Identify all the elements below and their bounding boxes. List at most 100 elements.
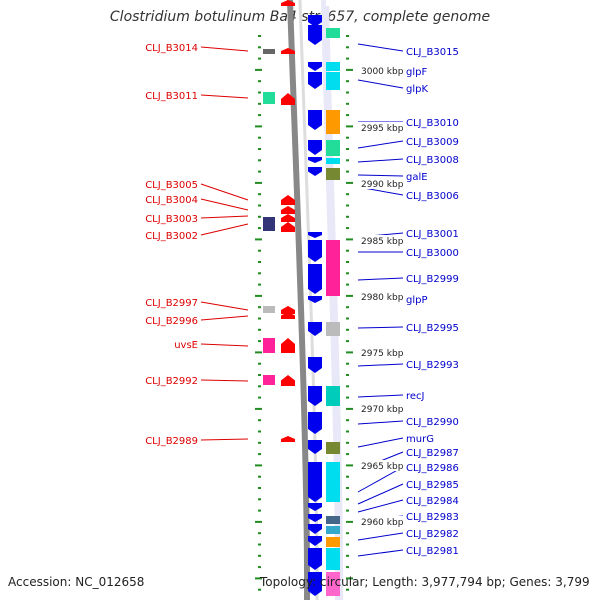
reverse-gene[interactable] <box>308 440 322 454</box>
gene-label-right[interactable]: CLJ_B2983 <box>406 512 459 523</box>
forward-gene[interactable] <box>281 48 295 54</box>
forward-gene[interactable] <box>281 306 295 314</box>
reverse-gene[interactable] <box>308 548 322 570</box>
reverse-gene[interactable] <box>308 62 322 71</box>
gene-label-right[interactable]: recJ <box>406 391 425 402</box>
reverse-gene[interactable] <box>308 462 322 502</box>
gene-label-right[interactable]: glpP <box>406 295 428 306</box>
tick-mark <box>258 136 261 139</box>
feature-box <box>263 338 275 353</box>
gene-label-right[interactable]: CLJ_B2993 <box>406 360 459 371</box>
feature-box <box>263 217 275 231</box>
reverse-gene[interactable] <box>308 232 322 238</box>
reverse-gene[interactable] <box>308 296 322 303</box>
gene-label-left[interactable]: CLJ_B3005 <box>145 180 198 191</box>
gene-label-right[interactable]: murG <box>406 434 434 445</box>
gene-label-right[interactable]: CLJ_B2986 <box>406 463 459 474</box>
tick-mark <box>258 46 261 49</box>
tick-mark <box>258 227 261 230</box>
reverse-gene[interactable] <box>308 264 322 294</box>
reverse-gene[interactable] <box>308 167 322 176</box>
forward-gene[interactable] <box>281 206 295 214</box>
gene-label-right[interactable]: CLJ_B3001 <box>406 229 459 240</box>
gene-label-right[interactable]: CLJ_B3008 <box>406 155 459 166</box>
gene-label-left[interactable]: CLJ_B3003 <box>145 214 198 225</box>
gene-label-right[interactable]: glpK <box>406 84 428 95</box>
gene-label-left[interactable]: CLJ_B2992 <box>145 376 198 387</box>
reverse-gene[interactable] <box>308 536 322 546</box>
reverse-gene[interactable] <box>308 25 322 45</box>
reverse-gene[interactable] <box>308 503 322 511</box>
gene-label-left[interactable]: CLJ_B2989 <box>145 436 198 447</box>
tick-mark <box>346 227 349 230</box>
reverse-gene[interactable] <box>308 357 322 373</box>
gene-label-right[interactable]: glpF <box>406 67 427 78</box>
gene-label-right[interactable]: CLJ_B3009 <box>406 137 459 148</box>
forward-gene[interactable] <box>281 338 295 353</box>
gene-label-right[interactable]: CLJ_B2982 <box>406 529 459 540</box>
gene-label-right[interactable]: CLJ_B2990 <box>406 417 459 428</box>
gene-label-right[interactable]: CLJ_B2995 <box>406 323 459 334</box>
reverse-gene[interactable] <box>308 412 322 434</box>
reverse-gene[interactable] <box>308 110 322 130</box>
feature-box <box>326 526 340 534</box>
tick-mark <box>346 532 349 535</box>
forward-gene[interactable] <box>281 0 295 6</box>
gene-label-right[interactable]: CLJ_B2999 <box>406 274 459 285</box>
reverse-gene[interactable] <box>308 240 322 262</box>
gene-label-right[interactable]: CLJ_B3015 <box>406 47 459 58</box>
reverse-gene[interactable] <box>308 72 322 89</box>
tick-mark <box>255 351 262 354</box>
label-leader-line <box>357 326 404 329</box>
gene-label-right[interactable]: CLJ_B2987 <box>406 448 459 459</box>
reverse-gene[interactable] <box>308 140 322 155</box>
tick-mark <box>258 35 261 37</box>
tick-mark <box>346 91 349 94</box>
tick-mark <box>258 374 261 376</box>
forward-gene[interactable] <box>281 436 295 442</box>
gene-label-left[interactable]: CLJ_B3004 <box>145 195 198 206</box>
gene-label-right[interactable]: galE <box>406 172 428 183</box>
feature-box <box>326 240 340 296</box>
reverse-gene[interactable] <box>308 524 322 534</box>
gene-label-right[interactable]: CLJ_B3006 <box>406 191 459 202</box>
feature-box <box>326 386 340 406</box>
forward-gene[interactable] <box>281 375 295 386</box>
gene-label-right[interactable]: CLJ_B2985 <box>406 480 459 491</box>
forward-gene[interactable] <box>281 93 295 105</box>
gene-label-left[interactable]: uvsE <box>174 340 198 351</box>
forward-gene[interactable] <box>281 195 295 205</box>
reverse-gene[interactable] <box>308 572 322 596</box>
gene-label-right[interactable]: CLJ_B3000 <box>406 248 459 259</box>
reverse-gene[interactable] <box>308 386 322 406</box>
forward-gene[interactable] <box>281 222 295 232</box>
gene-label-left[interactable]: CLJ_B2997 <box>145 298 198 309</box>
right-feature-track <box>326 0 340 596</box>
feature-box <box>263 49 275 54</box>
kbp-label: 2995 kbp <box>361 124 404 134</box>
label-leader-line <box>357 158 404 163</box>
forward-gene[interactable] <box>281 312 295 319</box>
gene-label-right[interactable]: CLJ_B3010 <box>406 118 459 129</box>
gene-label-right[interactable]: CLJ_B2981 <box>406 546 459 557</box>
gene-label-left[interactable]: CLJ_B3011 <box>145 91 198 102</box>
label-leader-line <box>357 277 404 281</box>
reverse-gene[interactable] <box>308 157 322 163</box>
gene-label-right[interactable]: CLJ_B2984 <box>406 496 459 507</box>
tick-mark <box>346 249 349 252</box>
tick-mark <box>258 419 261 422</box>
gene-label-left[interactable]: CLJ_B2996 <box>145 316 198 327</box>
tick-mark <box>258 204 261 207</box>
kbp-label-bg <box>358 65 404 76</box>
reverse-gene[interactable] <box>308 15 322 27</box>
gene-label-left[interactable]: CLJ_B3002 <box>145 231 198 242</box>
tick-mark <box>346 396 349 399</box>
reverse-gene[interactable] <box>308 514 322 522</box>
right-tick-track <box>346 35 353 591</box>
tick-mark <box>346 193 349 196</box>
forward-gene[interactable] <box>281 214 295 222</box>
reverse-gene[interactable] <box>308 322 322 336</box>
gene-label-left[interactable]: CLJ_B3014 <box>145 43 198 54</box>
tick-mark <box>258 215 261 218</box>
